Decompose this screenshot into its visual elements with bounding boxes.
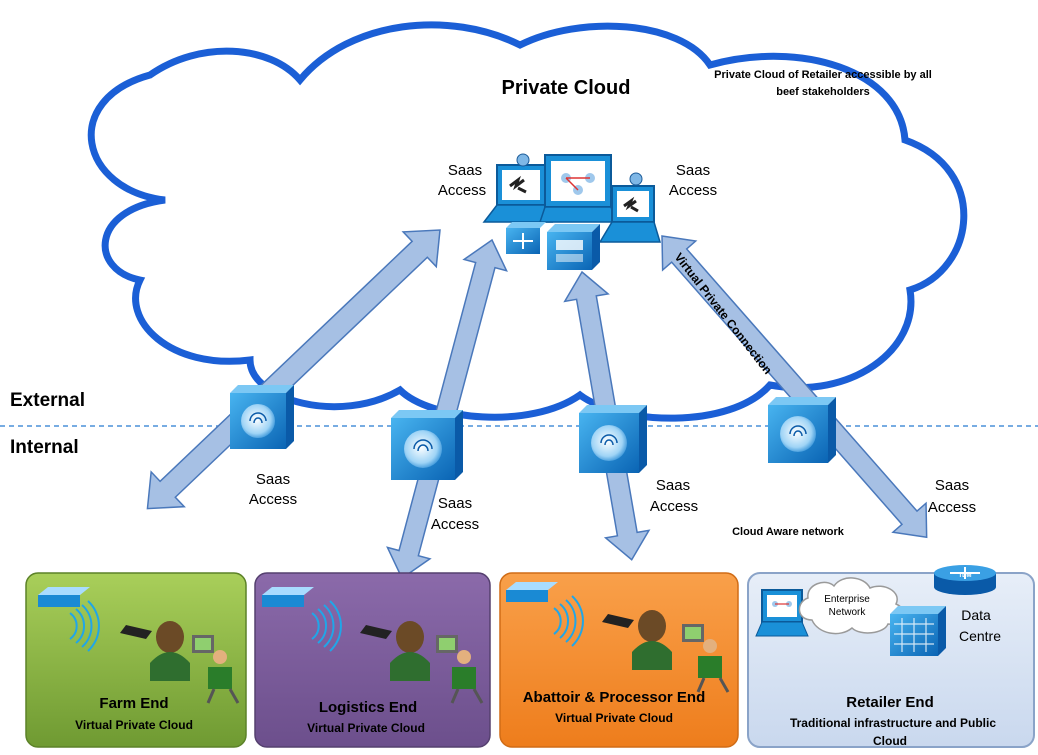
logistics-end-title: Logistics End <box>319 699 417 716</box>
data-centre-line2: Centre <box>959 628 1001 644</box>
retailer-saas-line2: Access <box>928 499 976 516</box>
enterprise-network-cloud <box>798 577 905 635</box>
private-cloud-title: Private Cloud <box>502 77 631 99</box>
abattoir-saas-line1: Saas <box>656 477 690 494</box>
private-cloud-note-line1: Private Cloud of Retailer accessible by … <box>714 69 932 81</box>
farm-users-icon <box>38 587 240 704</box>
firewall-cube-icon <box>391 410 463 480</box>
retailer-end-subtitle-line2: Cloud <box>873 734 907 748</box>
firewall-cube-icon <box>579 405 647 473</box>
tdm-label: TDM <box>959 573 972 579</box>
cloud-saas-left-line1: Saas <box>448 162 482 179</box>
cloud-saas-right-line2: Access <box>669 182 717 199</box>
retailer-end-subtitle-line1: Traditional infrastructure and Public <box>790 716 996 730</box>
private-cloud-note-line2: beef stakeholders <box>776 86 870 98</box>
firewall-cube-icon <box>768 397 836 463</box>
retailer-end-title: Retailer End <box>846 694 934 711</box>
farm-end-title: Farm End <box>99 695 168 712</box>
firewall-cube-icon <box>230 385 294 449</box>
data-centre-line1: Data <box>961 607 991 623</box>
logistics-end-subtitle: Virtual Private Cloud <box>307 721 425 735</box>
farm-connection-arrow <box>146 229 441 510</box>
retailer-connection-arrow <box>661 235 928 539</box>
farm-saas-line2: Access <box>249 491 297 508</box>
cloud-aware-network-label: Cloud Aware network <box>732 526 845 538</box>
abattoir-users-icon <box>506 582 730 693</box>
logistics-saas-line2: Access <box>431 516 479 533</box>
abattoir-end-title: Abattoir & Processor End <box>523 689 706 706</box>
cloud-server-cluster-icon <box>482 153 662 270</box>
cloud-saas-left-line2: Access <box>438 182 486 199</box>
abattoir-saas-line2: Access <box>650 498 698 515</box>
abattoir-end-subtitle: Virtual Private Cloud <box>555 711 673 725</box>
external-label: External <box>10 390 85 411</box>
retailer-saas-line1: Saas <box>935 477 969 494</box>
enterprise-network-line1: Enterprise <box>824 594 870 605</box>
logistics-saas-line1: Saas <box>438 495 472 512</box>
tdm-router-icon <box>934 565 996 595</box>
data-centre-icon <box>890 606 946 656</box>
cloud-saas-right-line1: Saas <box>676 162 710 179</box>
enterprise-network-line2: Network <box>829 607 867 618</box>
farm-end-subtitle: Virtual Private Cloud <box>75 718 193 732</box>
logistics-end-box <box>254 572 491 748</box>
farm-saas-line1: Saas <box>256 471 290 488</box>
internal-label: Internal <box>10 437 79 458</box>
logistics-users-icon <box>262 587 484 704</box>
